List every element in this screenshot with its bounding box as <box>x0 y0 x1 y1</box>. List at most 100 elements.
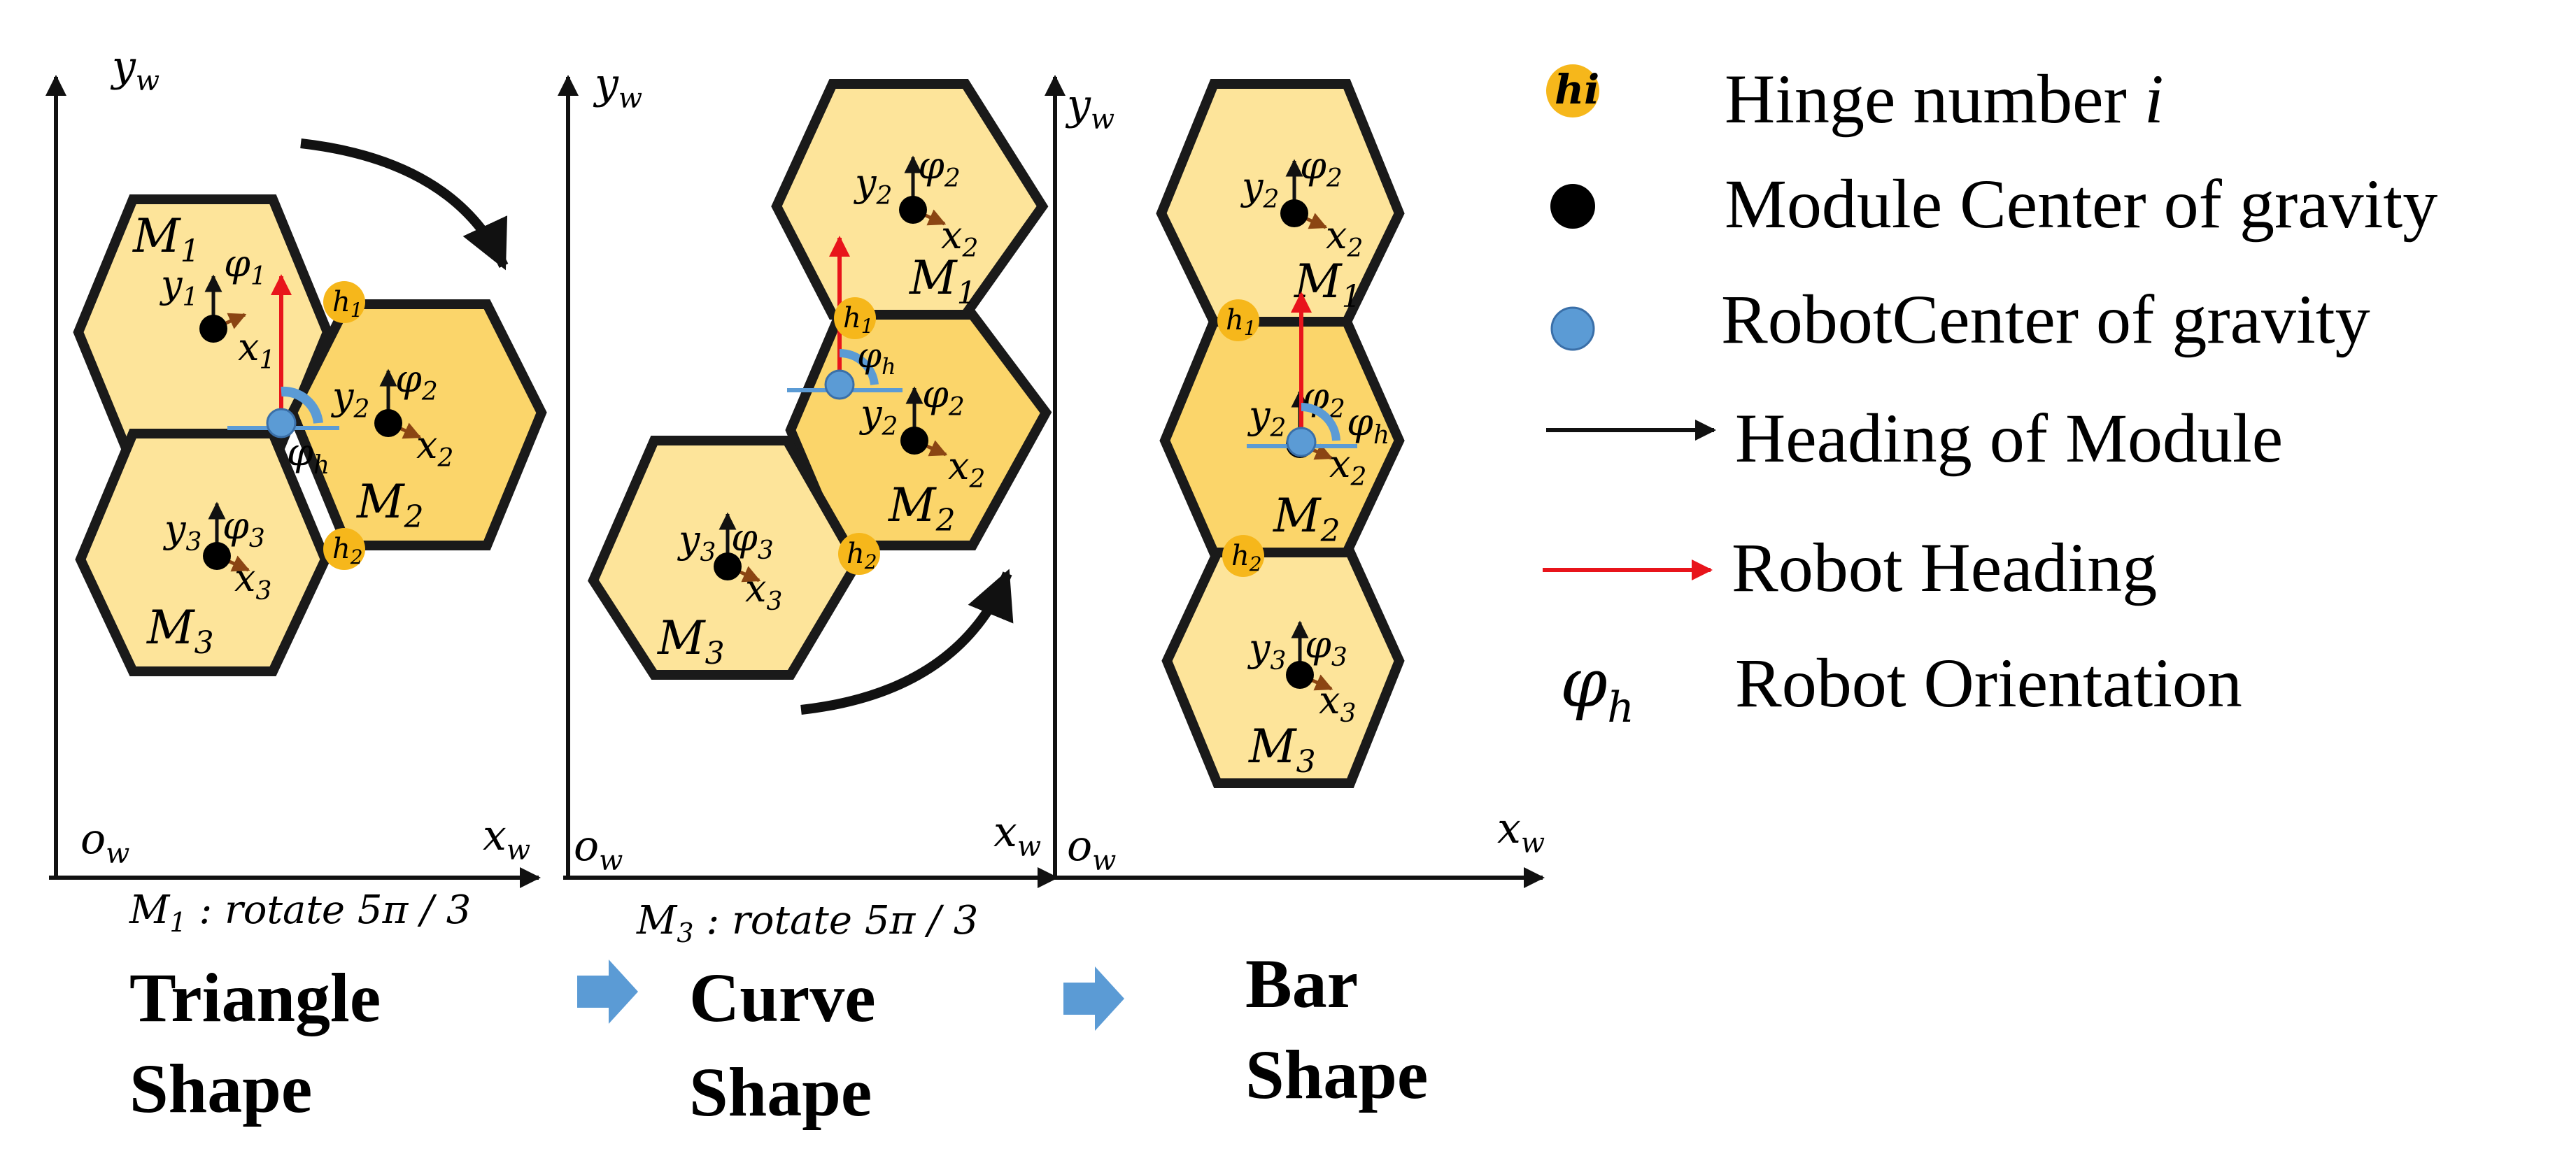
hinge-1-dot-icon <box>323 281 365 323</box>
hexagon-module-1 <box>1156 79 1405 327</box>
robot-cog-dot <box>266 408 297 438</box>
transition-block-arrow-icon <box>577 959 638 1024</box>
module-3-phi-label: φ3 <box>1305 622 1347 672</box>
module-2-label: M2 <box>356 475 424 535</box>
panel-curve: yw ow xw y2 φ2 x2 M1 y2 φ2 x2 M2 y3 φ3 x… <box>558 59 1059 1131</box>
y-axis-label: yw <box>1065 80 1114 136</box>
module-3-cog-dot <box>203 542 231 570</box>
hinge-2-label: h2 <box>1231 540 1262 576</box>
module-2-x-label: x2 <box>1329 442 1366 492</box>
robot-orientation-arc <box>839 348 879 385</box>
origin-label: ow <box>1067 822 1116 877</box>
hinge-1-label: h1 <box>843 302 874 338</box>
module-2-x-label: x2 <box>416 423 453 473</box>
module-1-y-label: y1 <box>160 262 198 312</box>
robot-phi-label: φh <box>1347 400 1389 450</box>
module-2-y-label: y2 <box>1247 393 1286 443</box>
legend-module-heading-text: Heading of Module <box>1735 399 2283 477</box>
y-axis-label: yw <box>593 59 642 115</box>
hinge-2-dot-icon <box>323 528 365 570</box>
robot-phi-label: φh <box>857 335 896 380</box>
x-axis-label: xw <box>483 811 530 866</box>
robot-phi-label: φh <box>287 430 330 480</box>
module-1-phi-label: φ1 <box>224 241 267 291</box>
legend-robot-cog-text: RobotCenter of gravity <box>1721 280 2370 358</box>
module-1-y-label: y2 <box>854 161 892 210</box>
hinge-2-label: h2 <box>847 538 877 573</box>
module-2-phi-label: φ2 <box>395 357 438 406</box>
legend: hi Hinge number i Module Center of gravi… <box>1543 60 2437 732</box>
module-3-label: M3 <box>1248 720 1316 780</box>
module-3-y-label: y3 <box>163 507 201 557</box>
caption-line-2: Shape <box>689 1053 872 1131</box>
hinge-1-label: h1 <box>332 286 363 322</box>
robot-orientation-arc <box>281 386 323 424</box>
rotation-note: M1 : rotate 5π / 3 <box>129 887 471 938</box>
caption-line-2: Shape <box>129 1050 312 1127</box>
origin-label: ow <box>574 822 623 877</box>
module-3-phi-label: φ3 <box>222 504 265 553</box>
hinge-2-dot-icon <box>1222 535 1264 577</box>
rotation-note: M3 : rotate 5π / 3 <box>636 898 978 948</box>
module-2-cog-dot <box>374 409 402 437</box>
hinge-1-label: h1 <box>1226 304 1257 340</box>
module-3-cog-dot <box>1286 661 1314 689</box>
hexagon-module-3 <box>75 429 331 676</box>
module-2-phi-label: φ2 <box>922 372 965 422</box>
module-3-cog-dot <box>714 552 742 580</box>
robot-cog-dot <box>1286 427 1317 457</box>
module-1-label: M1 <box>1294 255 1361 315</box>
module-3-x-label: x3 <box>1319 678 1356 728</box>
rotation-arrow <box>300 138 509 271</box>
module-2-label: M2 <box>1273 489 1340 549</box>
module-2-x-label: x2 <box>948 444 985 494</box>
origin-label: ow <box>80 815 129 870</box>
module-1-x-label: x2 <box>941 213 978 263</box>
module-1-phi-label: φ2 <box>1300 143 1343 193</box>
rotation-arrow <box>800 569 1014 715</box>
module-3-phi-label: φ3 <box>731 515 774 565</box>
module-1-x-label: x1 <box>238 325 275 375</box>
transition-block-arrow-icon <box>1063 966 1124 1031</box>
legend-hinge-symbol: hi <box>1555 66 1599 113</box>
legend-black-dot-icon <box>1550 184 1595 229</box>
x-axis-label: xw <box>1497 804 1545 859</box>
module-3-x-label: x3 <box>234 556 271 606</box>
module-1-phi-label: φ2 <box>918 143 961 193</box>
module-1-cog-dot <box>1280 199 1308 227</box>
robot-orientation-arc <box>1301 402 1340 441</box>
module-2-cog-dot <box>900 427 928 455</box>
caption-line-1: Bar <box>1245 945 1358 1022</box>
module-2-label: M2 <box>888 478 956 538</box>
caption-line-1: Curve <box>689 959 876 1036</box>
module-1-x-label: x2 <box>1326 213 1363 263</box>
module-1-cog-dot <box>199 315 227 343</box>
x-axis-label: xw <box>993 808 1041 863</box>
legend-hinge-dot-icon <box>1546 64 1599 117</box>
module-2-y-label: y2 <box>331 374 369 424</box>
legend-orientation-text: Robot Orientation <box>1735 644 2242 722</box>
legend-hinge-text: Hinge number i <box>1725 60 2164 138</box>
caption-line-1: Triangle <box>129 959 381 1036</box>
y-axis-label: yw <box>110 42 160 97</box>
module-1-label: M1 <box>132 209 200 269</box>
module-3-label: M3 <box>146 601 214 661</box>
hinge-1-dot-icon <box>1217 299 1259 341</box>
legend-orientation-symbol: φh <box>1560 644 1634 732</box>
module-1-y-label: y2 <box>1240 164 1279 214</box>
robot-cog-dot <box>824 369 855 400</box>
module-3-y-label: y3 <box>677 518 716 567</box>
hinge-2-label: h2 <box>332 533 363 569</box>
module-1-label: M1 <box>909 251 977 311</box>
module-2-y-label: y2 <box>859 392 898 441</box>
legend-blue-dot-icon <box>1550 306 1595 351</box>
hinge-1-dot-icon <box>834 297 876 339</box>
hinge-2-dot-icon <box>838 533 880 575</box>
panel-triangle: yw ow xw M1 y1 φ1 x1 y2 φ2 x2 M2 y3 φ3 x… <box>45 42 547 1127</box>
module-3-x-label: x3 <box>745 566 782 616</box>
caption-line-2: Shape <box>1245 1036 1428 1113</box>
hexagon-module-3 <box>1161 548 1405 788</box>
legend-robot-heading-text: Robot Heading <box>1732 529 2157 606</box>
legend-module-cog-text: Module Center of gravity <box>1725 165 2437 243</box>
